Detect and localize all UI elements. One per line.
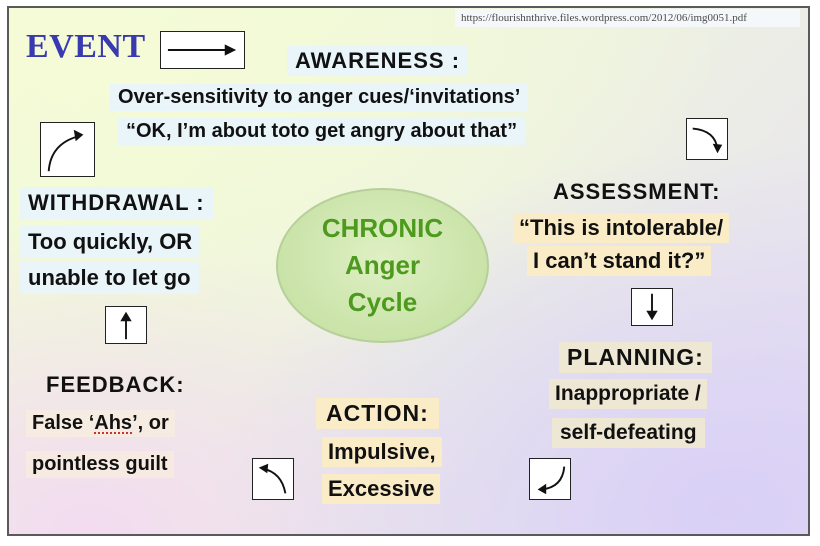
feedback-ahs: Ahs [94,412,133,434]
planning-line-1: Inappropriate / [549,379,707,409]
center-line-1: CHRONIC [321,213,444,243]
action-line-1: Impulsive, [322,437,442,467]
feedback-line-1-post: ’, or [132,412,169,434]
center-line-3: Cycle [347,287,418,317]
curved-arrow-down-left-icon [529,458,571,500]
awareness-line-2: “OK, I’m about toto get angry about that… [118,118,526,145]
assessment-line-2: I can’t stand it?” [527,246,712,276]
assessment-title: ASSESSMENT: [553,179,721,204]
action-title: ACTION: [316,398,439,429]
source-url: https://flourishnthrive.files.wordpress.… [455,9,800,27]
withdrawal-line-2: unable to let go [20,262,199,294]
event-label: EVENT [26,28,146,65]
right-arrow-icon [160,31,245,69]
center-line-2: Anger [344,250,421,280]
down-arrow-icon [631,288,673,326]
feedback-line-1-pre: False ‘ [32,412,95,434]
feedback-line-1: False ‘Ahs’, or [26,410,175,437]
curved-arrow-down-right-icon [686,118,728,160]
up-arrow-icon [105,306,147,344]
curved-arrow-up-left-icon [252,458,294,500]
feedback-title: FEEDBACK: [46,372,185,397]
planning-line-2: self-defeating [552,418,705,448]
feedback-line-2: pointless guilt [26,451,174,478]
planning-title: PLANNING: [559,342,712,373]
action-line-2: Excessive [322,474,441,504]
awareness-line-1: Over-sensitivity to anger cues/‘invitati… [110,84,529,111]
assessment-line-1: “This is intolerable/ [513,213,730,243]
withdrawal-line-1: Too quickly, OR [20,226,201,258]
center-ellipse: CHRONIC Anger Cycle [276,188,489,343]
awareness-title: AWARENESS : [287,46,469,76]
withdrawal-title: WITHDRAWAL : [20,187,213,219]
curved-arrow-up-right-icon [40,122,95,177]
